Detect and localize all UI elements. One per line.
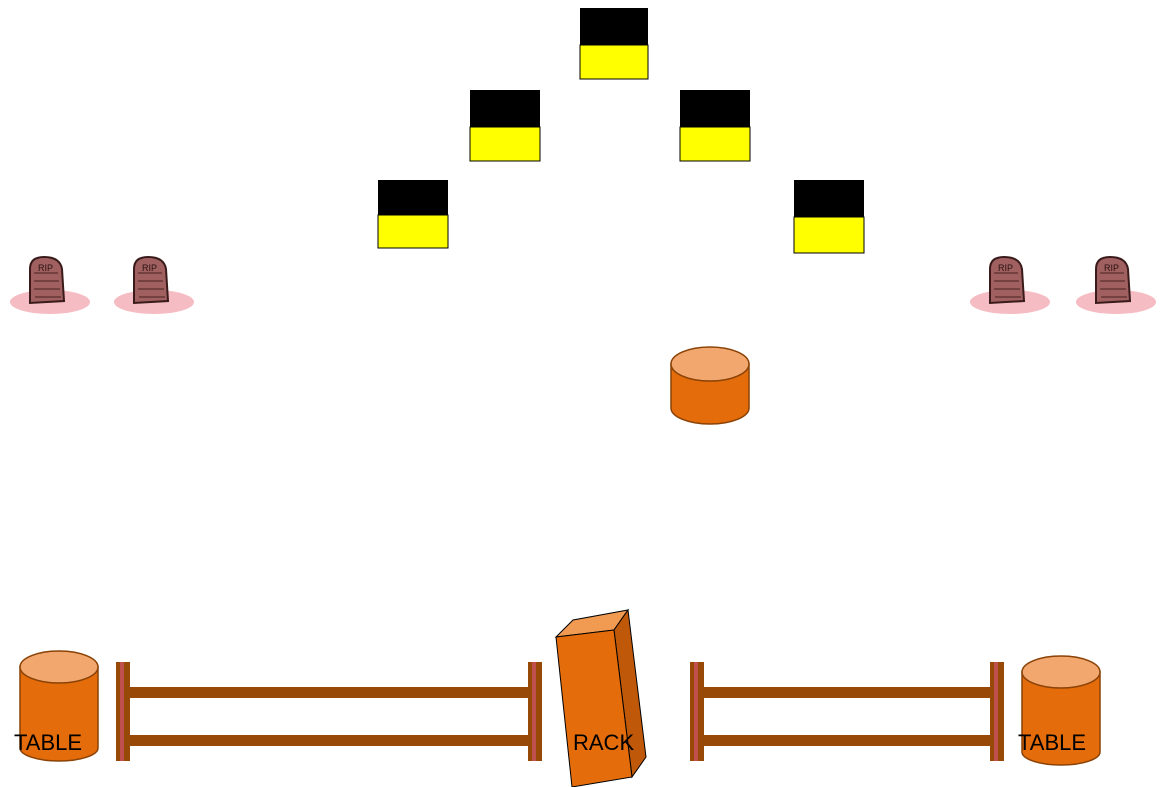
table-label-right: TABLE (1018, 730, 1086, 755)
block-upper-right (679, 90, 751, 162)
table-cylinder-left: TABLE (14, 650, 99, 762)
block-upper-left (469, 90, 541, 162)
tombstone-icon: RIP (1076, 255, 1156, 314)
rack-box: RACK (554, 608, 647, 787)
fence-left (116, 662, 542, 761)
tombstone-text: RIP (38, 263, 53, 273)
table-cylinder-right: TABLE (1018, 655, 1101, 766)
rack-label: RACK (573, 730, 634, 755)
table-label-left: TABLE (14, 730, 82, 755)
tombstone-text: RIP (998, 263, 1013, 273)
tombstone-icon: RIP (10, 255, 90, 314)
block-lower-right (793, 180, 865, 254)
cylinder-floating (670, 346, 750, 425)
fence-right (690, 662, 1004, 761)
tombstone-text: RIP (142, 263, 157, 273)
block-top-center (579, 8, 649, 80)
tombstone-icon: RIP (970, 255, 1050, 314)
tombstone-icon: RIP (114, 255, 194, 314)
block-lower-left (377, 180, 449, 249)
tombstone-text: RIP (1104, 263, 1119, 273)
